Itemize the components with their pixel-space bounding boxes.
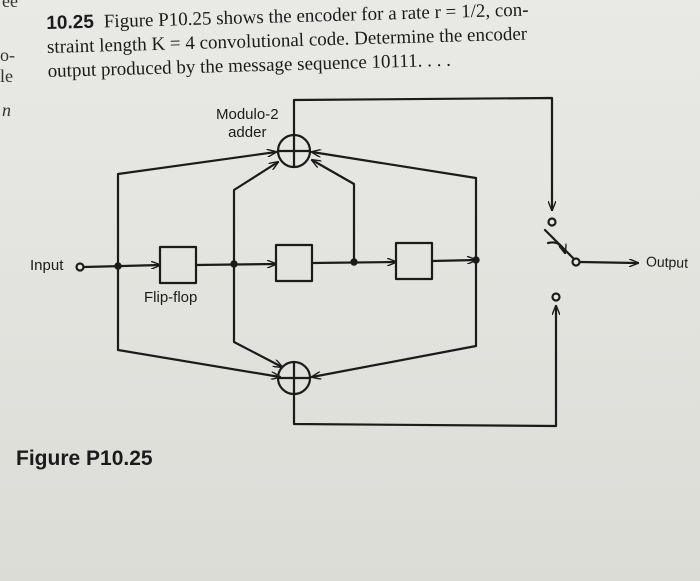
switch-contact-top	[547, 217, 557, 227]
wire-ff3-to-bottom-adder	[312, 258, 478, 377]
adder-label-line-1: Modulo-2	[216, 106, 279, 123]
wire-output	[578, 262, 640, 263]
wire-ff2-to-top-adder	[312, 160, 356, 264]
wire-ff1-to-bottom-adder	[232, 262, 282, 367]
margin-fragment: le	[0, 66, 13, 86]
flipflop-label: Flip-flop	[144, 289, 198, 306]
flip-flop-1	[158, 245, 198, 285]
flip-flop-3	[394, 241, 434, 281]
adder-top	[276, 133, 312, 169]
margin-fragment: n	[2, 100, 11, 120]
flip-flop-2	[274, 243, 314, 283]
input-terminal	[75, 262, 85, 272]
switch-rotation-arrow	[546, 241, 565, 253]
adder-label: Modulo-2 adder	[216, 106, 279, 142]
output-label: Output	[645, 253, 689, 271]
switch-contact-bottom	[551, 292, 561, 302]
input-label: Input	[30, 257, 64, 274]
margin-fragment: ee	[2, 0, 18, 11]
wire-top-adder-to-switch	[292, 96, 552, 212]
wire-ff3-to-top-adder	[312, 152, 478, 262]
figure-caption: Figure P10.25	[16, 447, 153, 470]
wire-input-to-ff1	[82, 265, 160, 267]
margin-fragment: o-	[0, 45, 15, 65]
adder-label-line-2: adder	[228, 124, 267, 141]
wire-input-to-bottom-adder	[116, 264, 280, 377]
wire-bottom-adder-to-switch	[292, 304, 556, 428]
wire-input-to-top-adder	[116, 152, 276, 268]
wire-ff3-out	[430, 260, 478, 261]
wire-ff1-to-top-adder	[232, 162, 278, 266]
